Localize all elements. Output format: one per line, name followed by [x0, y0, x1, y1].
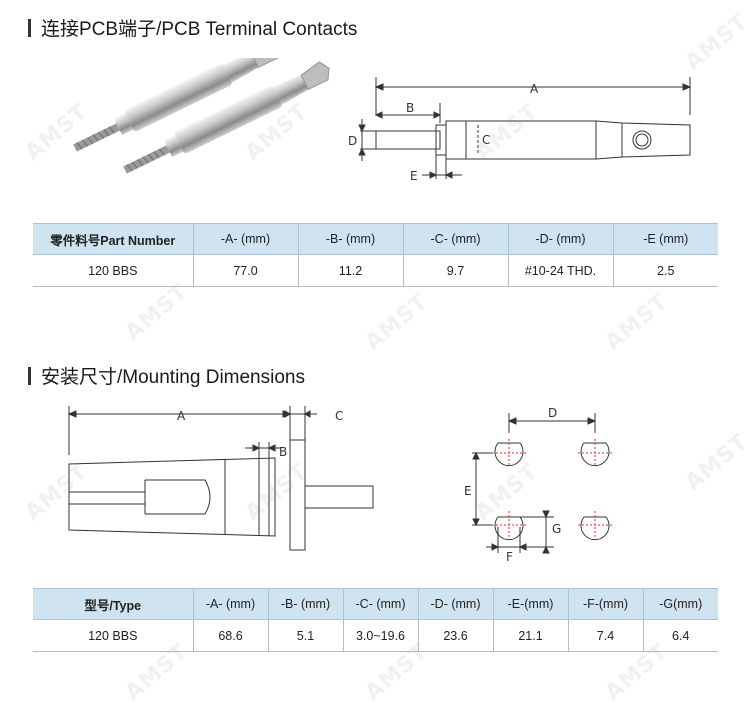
col-header-c: -C- (mm) — [402, 223, 508, 255]
cell-part-number: 120 BBS — [33, 254, 193, 287]
col-header-b: -B- (mm) — [297, 223, 403, 255]
col-header-e: -E-(mm) — [492, 588, 568, 620]
watermark: AMST — [360, 289, 434, 356]
section-title-text: 安装尺寸/Mounting Dimensions — [41, 367, 305, 388]
mounting-spec-table: 型号/Type -A- (mm) -B- (mm) -C- (mm) -D- (… — [33, 588, 718, 652]
col-header-a: -A- (mm) — [192, 588, 268, 620]
watermark: AMST — [600, 289, 674, 356]
terminal-spec-table: 零件料号Part Number -A- (mm) -B- (mm) -C- (m… — [33, 223, 718, 287]
cell-b: 11.2 — [297, 254, 403, 287]
col-header-c: -C- (mm) — [342, 588, 418, 620]
title-bar-marker — [28, 366, 31, 385]
watermark: AMST — [680, 429, 750, 496]
cell-f: 7.4 — [567, 619, 643, 652]
cell-c: 9.7 — [402, 254, 508, 287]
dim-label-a: A — [530, 82, 539, 96]
col-header-f: -F-(mm) — [567, 588, 643, 620]
housing-dimension-drawing: A B C — [67, 406, 374, 551]
dim-label-f: F — [506, 550, 513, 564]
dim-label-c: C — [335, 409, 343, 423]
cell-e: 2.5 — [612, 254, 718, 287]
cell-b: 5.1 — [267, 619, 343, 652]
dim-label-g: G — [552, 522, 561, 536]
col-header-type: 型号/Type — [33, 588, 193, 620]
col-header-b: -B- (mm) — [267, 588, 343, 620]
watermark: AMST — [680, 9, 750, 76]
terminal-contacts-photo — [73, 58, 330, 174]
col-header-d: -D- (mm) — [507, 223, 613, 255]
title-bar-marker — [28, 18, 31, 37]
cell-e: 21.1 — [492, 619, 568, 652]
table-row: 120 BBS 77.0 11.2 9.7 #10-24 THD. 2.5 — [33, 254, 718, 287]
col-header-g: -G(mm) — [642, 588, 718, 620]
col-header-a: -A- (mm) — [192, 223, 298, 255]
dim-label-d: D — [348, 134, 357, 148]
cell-d: #10-24 THD. — [507, 254, 613, 287]
dim-label-e: E — [464, 484, 472, 498]
section-title-pcb-terminal: 连接PCB端子/PCB Terminal Contacts — [28, 14, 357, 41]
cell-c: 3.0~19.6 — [342, 619, 418, 652]
cell-type: 120 BBS — [33, 619, 193, 652]
cell-a: 77.0 — [192, 254, 298, 287]
col-header-d: -D- (mm) — [417, 588, 493, 620]
table-header-row: 零件料号Part Number -A- (mm) -B- (mm) -C- (m… — [33, 223, 718, 255]
table-row: 120 BBS 68.6 5.1 3.0~19.6 23.6 21.1 7.4 … — [33, 619, 718, 652]
cell-a: 68.6 — [192, 619, 268, 652]
col-header-part-number: 零件料号Part Number — [33, 223, 193, 255]
dim-label-c: C — [482, 133, 490, 147]
dim-label-d: D — [548, 406, 557, 420]
cell-d: 23.6 — [417, 619, 493, 652]
watermark: AMST — [120, 279, 194, 346]
col-header-e: -E (mm) — [612, 223, 718, 255]
mounting-hole-pattern: D E F G — [464, 406, 612, 564]
dim-label-b: B — [279, 445, 287, 459]
dim-label-e: E — [410, 169, 418, 183]
cell-g: 6.4 — [642, 619, 718, 652]
dim-label-a: A — [177, 409, 186, 423]
table-header-row: 型号/Type -A- (mm) -B- (mm) -C- (mm) -D- (… — [33, 588, 718, 620]
dim-label-b: B — [406, 101, 414, 115]
terminal-dimension-drawing: A B C D E — [348, 77, 692, 183]
section-title-text: 连接PCB端子/PCB Terminal Contacts — [41, 19, 358, 40]
section-title-mounting: 安装尺寸/Mounting Dimensions — [28, 362, 305, 389]
